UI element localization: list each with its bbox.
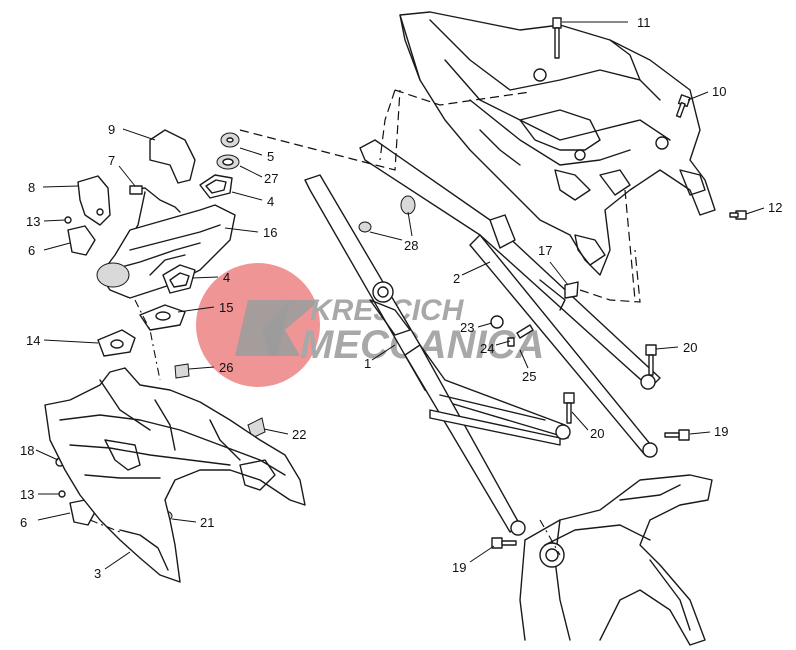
main-frame [519,474,713,646]
callout-13-lower: 13 [20,487,34,502]
bolt-icon [729,210,747,220]
lamp-icon [67,225,96,256]
bolt-icon [645,344,657,376]
callout-15: 15 [219,300,233,315]
callout-5: 5 [267,149,274,164]
callout-7: 7 [108,153,115,168]
callout-17: 17 [538,243,552,258]
connector-icon [129,185,143,195]
rubber-pad-icon [199,174,233,199]
bolt-icon [664,429,690,441]
callout-20-upper: 20 [683,340,697,355]
callout-23: 23 [460,320,474,335]
callout-12: 12 [768,200,782,215]
callouts: 11 10 12 9 5 27 4 7 8 13 6 16 4 [20,15,782,581]
callout-25: 25 [522,369,536,384]
callout-26: 26 [219,360,233,375]
callout-1: 1 [364,356,371,371]
callout-19-bottom: 19 [452,560,466,575]
callout-16: 16 [263,225,277,240]
callout-2: 2 [453,271,460,286]
screw-icon [58,490,66,498]
bolt-icon [675,94,691,118]
bolt-icon [552,17,562,59]
rear-mudguard [44,367,306,583]
bolts [358,17,747,549]
callout-6-lower: 6 [20,515,27,530]
callout-11: 11 [637,15,651,30]
grommet-icon [358,195,579,329]
bolt-icon [491,537,517,549]
callout-24: 24 [480,341,494,356]
rear-subframe-2 [359,139,661,458]
screw-icon [64,216,72,224]
rubber-pad-icon [162,264,196,294]
callout-18: 18 [20,443,34,458]
callout-3: 3 [94,566,101,581]
cover-icon [149,129,196,184]
callout-9: 9 [108,122,115,137]
callout-20-lower: 20 [590,426,604,441]
callout-14: 14 [26,333,40,348]
callout-13-upper: 13 [26,214,40,229]
callout-19-right: 19 [714,424,728,439]
assembly-lines [89,89,641,556]
callout-28: 28 [404,238,418,253]
callout-8: 8 [28,180,35,195]
bolt-icon [563,392,575,424]
tail-frame-assembly [399,11,716,276]
callout-10: 10 [712,84,726,99]
callout-27: 27 [264,171,278,186]
callout-4-lower: 4 [223,270,230,285]
callout-21: 21 [200,515,214,530]
rear-subframe-1 [304,174,571,536]
callout-4-upper: 4 [267,194,274,209]
callout-6-upper: 6 [28,243,35,258]
callout-22: 22 [292,427,306,442]
